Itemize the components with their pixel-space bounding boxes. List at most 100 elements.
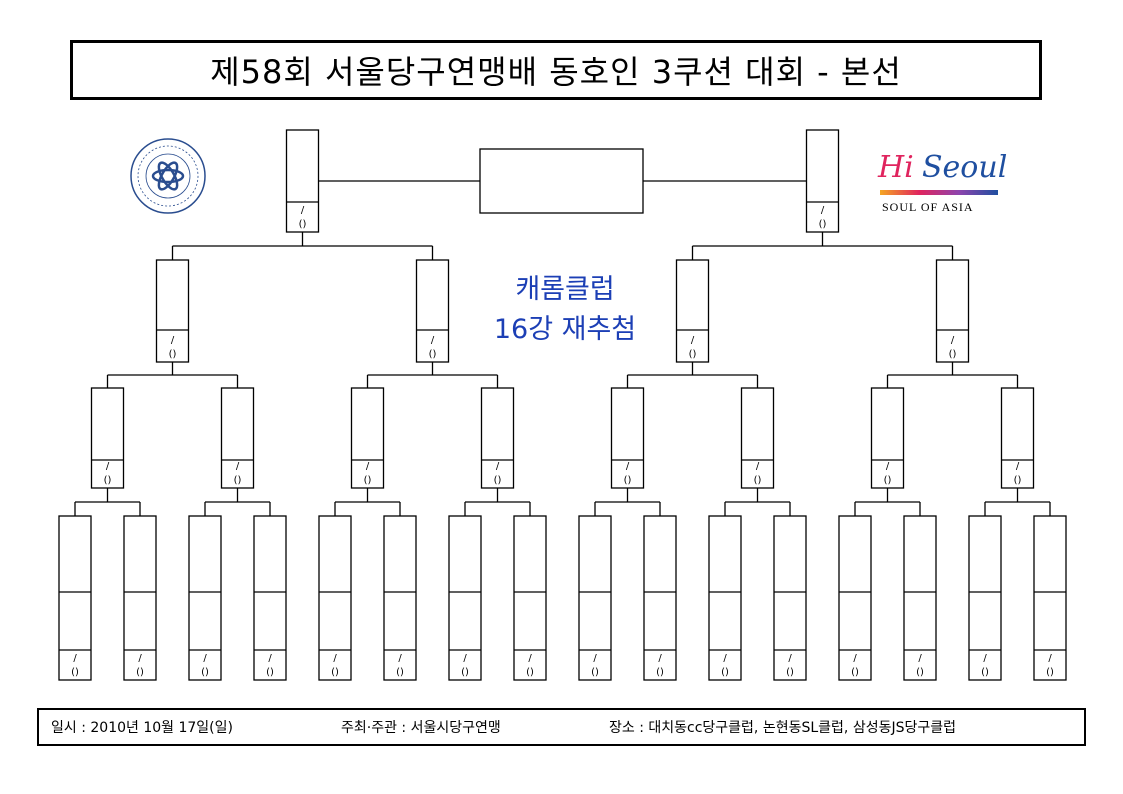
slot-score-paren: ()	[656, 667, 664, 678]
slot-score-paren: ()	[1014, 475, 1022, 486]
player-slot	[1033, 515, 1067, 681]
slot-score-slash: /	[268, 653, 272, 664]
slot-score-slash: /	[1016, 461, 1020, 472]
slot-score-paren: ()	[299, 219, 307, 230]
slot-score-slash: /	[301, 205, 305, 216]
slot-score-slash: /	[171, 335, 175, 346]
slot-score-paren: ()	[981, 667, 989, 678]
slot-score-slash: /	[463, 653, 467, 664]
slot-score-paren: ()	[819, 219, 827, 230]
player-slot	[448, 515, 482, 681]
slot-score-slash: /	[983, 653, 987, 664]
slot-score-paren: ()	[851, 667, 859, 678]
slot-score-slash: /	[626, 461, 630, 472]
slot-score-paren: ()	[494, 475, 502, 486]
notice-line-1: 캐롬클럽	[515, 274, 615, 305]
hi-seoul-stripe	[880, 190, 998, 195]
player-slot	[805, 129, 840, 233]
slot-score-slash: /	[1048, 653, 1052, 664]
slot-score-slash: /	[496, 461, 500, 472]
slot-score-paren: ()	[266, 667, 274, 678]
hi-seoul-seoul: Seoul	[922, 150, 1008, 185]
player-slot	[773, 515, 807, 681]
player-slot	[285, 129, 320, 233]
slot-score-paren: ()	[461, 667, 469, 678]
player-slot	[58, 515, 92, 681]
slot-score-paren: ()	[71, 667, 79, 678]
slot-score-slash: /	[138, 653, 142, 664]
slot-score-slash: /	[203, 653, 207, 664]
slot-score-paren: ()	[689, 349, 697, 360]
player-slot	[708, 515, 742, 681]
player-slot	[90, 387, 125, 489]
player-slot	[123, 515, 157, 681]
player-slot	[740, 387, 775, 489]
slot-score-paren: ()	[331, 667, 339, 678]
slot-score-slash: /	[593, 653, 597, 664]
player-slot	[220, 387, 255, 489]
slot-score-slash: /	[886, 461, 890, 472]
seal-logo-icon	[128, 136, 208, 216]
slot-score-paren: ()	[169, 349, 177, 360]
slot-score-paren: ()	[949, 349, 957, 360]
slot-score-slash: /	[918, 653, 922, 664]
page-title: 제58회 서울당구연맹배 동호인 3쿠션 대회 - 본선	[210, 53, 902, 91]
slot-score-slash: /	[723, 653, 727, 664]
slot-score-paren: ()	[526, 667, 534, 678]
player-slot	[870, 387, 905, 489]
footer-host: 주최·주관 : 서울시당구연맹	[341, 720, 501, 736]
footer-venue: 장소 : 대치동cc당구클럽, 논현동SL클럽, 삼성동JS당구클럽	[609, 720, 956, 736]
slot-score-slash: /	[73, 653, 77, 664]
slot-score-paren: ()	[364, 475, 372, 486]
notice-line-2: 16강 재추첨	[493, 314, 637, 345]
player-slot	[838, 515, 872, 681]
slot-score-paren: ()	[429, 349, 437, 360]
player-slot	[480, 387, 515, 489]
slot-score-slash: /	[658, 653, 662, 664]
slot-score-paren: ()	[201, 667, 209, 678]
player-slot	[513, 515, 547, 681]
slot-score-slash: /	[366, 461, 370, 472]
slot-score-slash: /	[333, 653, 337, 664]
slot-score-paren: ()	[1046, 667, 1054, 678]
slot-score-slash: /	[788, 653, 792, 664]
player-slot	[610, 387, 645, 489]
slot-score-paren: ()	[754, 475, 762, 486]
slot-score-slash: /	[853, 653, 857, 664]
slot-score-slash: /	[106, 461, 110, 472]
slot-score-paren: ()	[624, 475, 632, 486]
redraw-notice: 캐롬클럽 16강 재추첨	[440, 270, 690, 350]
slot-score-paren: ()	[721, 667, 729, 678]
slot-score-slash: /	[528, 653, 532, 664]
player-slot	[1000, 387, 1035, 489]
slot-score-paren: ()	[786, 667, 794, 678]
player-slot	[253, 515, 287, 681]
slot-score-paren: ()	[916, 667, 924, 678]
final-winner-box	[479, 148, 644, 214]
player-slot	[415, 259, 450, 363]
slot-score-paren: ()	[396, 667, 404, 678]
slot-score-paren: ()	[104, 475, 112, 486]
slot-score-paren: ()	[591, 667, 599, 678]
footer-date: 일시 : 2010년 10월 17일(일)	[51, 720, 233, 736]
hi-seoul-logo: Hi Seoul SOUL OF ASIA	[878, 150, 1008, 220]
player-slot	[383, 515, 417, 681]
slot-score-slash: /	[951, 335, 955, 346]
slot-score-slash: /	[398, 653, 402, 664]
hi-seoul-tagline: SOUL OF ASIA	[882, 200, 974, 214]
slot-score-paren: ()	[136, 667, 144, 678]
hi-seoul-hi: Hi	[878, 150, 914, 185]
player-slot	[578, 515, 612, 681]
footer-info: 일시 : 2010년 10월 17일(일) 주최·주관 : 서울시당구연맹 장소…	[37, 708, 1086, 746]
slot-score-paren: ()	[234, 475, 242, 486]
title-box: 제58회 서울당구연맹배 동호인 3쿠션 대회 - 본선	[70, 40, 1042, 100]
player-slot	[935, 259, 970, 363]
slot-score-slash: /	[431, 335, 435, 346]
slot-score-slash: /	[691, 335, 695, 346]
slot-score-slash: /	[821, 205, 825, 216]
slot-score-slash: /	[756, 461, 760, 472]
slot-score-slash: /	[236, 461, 240, 472]
player-slot	[350, 387, 385, 489]
player-slot	[155, 259, 190, 363]
